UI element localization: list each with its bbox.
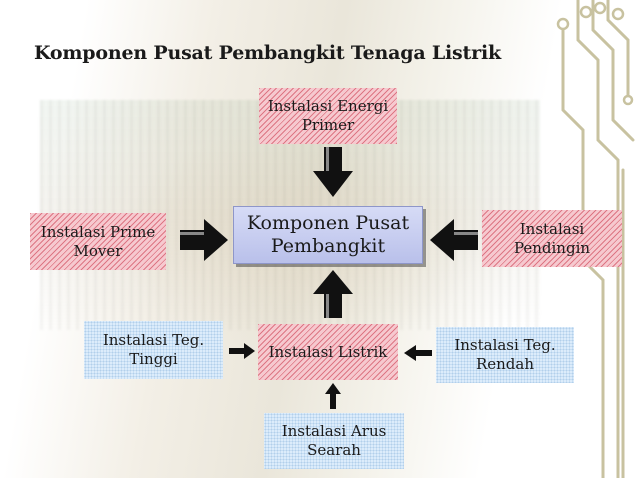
- node-listrik-label: Instalasi Listrik: [268, 342, 388, 361]
- node-pendingin-label: Instalasi Pendingin: [513, 219, 591, 257]
- node-pendingin: Instalasi Pendingin: [482, 210, 622, 267]
- node-listrik: Instalasi Listrik: [258, 324, 398, 380]
- arrow-arus-searah-to-listrik: [325, 383, 341, 409]
- node-prime-mover: Instalasi Prime Mover: [30, 213, 166, 270]
- node-arus-searah-label: Instalasi Arus Searah: [281, 422, 387, 459]
- node-teg-tinggi-label: Instalasi Teg. Tinggi: [102, 331, 205, 368]
- arrow-teg-tinggi-to-listrik: [229, 343, 255, 359]
- node-komponen-pusat: Komponen Pusat Pembangkit: [233, 206, 423, 264]
- node-energi-primer: Instalasi Energi Primer: [259, 88, 397, 144]
- node-energi-primer-label: Instalasi Energi Primer: [267, 97, 389, 134]
- slide-title: Komponen Pusat Pembangkit Tenaga Listrik: [34, 42, 501, 64]
- arrow-listrik-to-center: [313, 270, 353, 318]
- node-komponen-pusat-label: Komponen Pusat Pembangkit: [246, 212, 410, 257]
- node-teg-tinggi: Instalasi Teg. Tinggi: [84, 321, 223, 379]
- node-prime-mover-label: Instalasi Prime Mover: [40, 222, 156, 260]
- node-teg-rendah: Instalasi Teg. Rendah: [436, 327, 574, 383]
- node-arus-searah: Instalasi Arus Searah: [264, 413, 404, 469]
- arrow-energi-primer-to-center: [313, 147, 353, 197]
- arrow-prime-mover-to-center: [180, 219, 228, 261]
- node-teg-rendah-label: Instalasi Teg. Rendah: [454, 336, 556, 373]
- arrow-teg-rendah-to-listrik: [404, 345, 432, 361]
- circuit-decoration: [556, 0, 635, 478]
- arrow-pendingin-to-center: [430, 219, 478, 261]
